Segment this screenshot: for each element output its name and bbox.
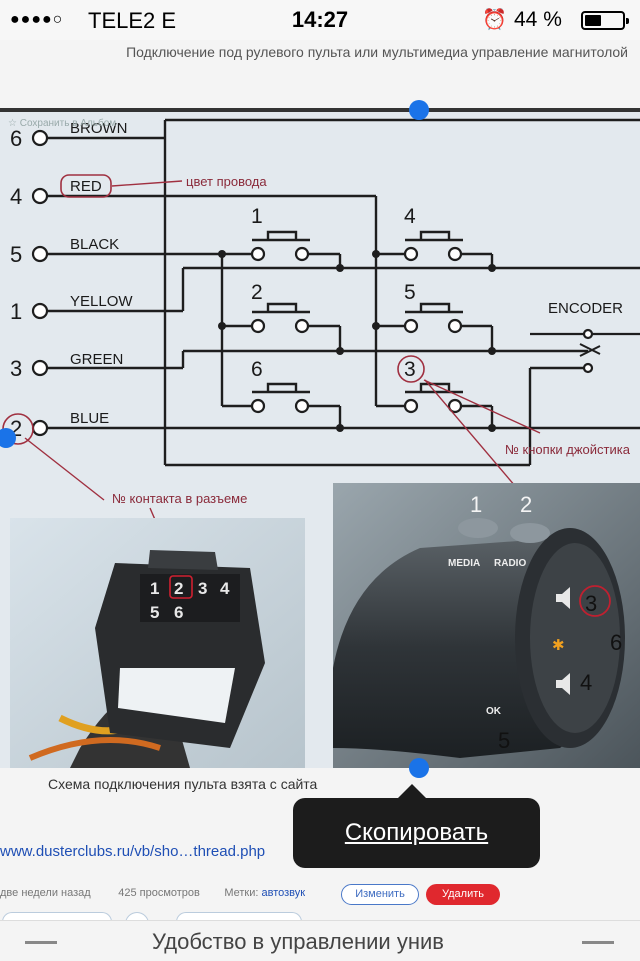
next-icon[interactable] [582, 941, 614, 944]
button-number: 4 [404, 205, 416, 228]
pin-number: 4 [10, 184, 22, 209]
battery-percent: 44 % [514, 8, 562, 31]
pin-number: 6 [10, 126, 22, 151]
wiring-diagram-photo[interactable]: 6 4 5 1 3 2 BROWN RED BLACK YELLOW GREEN… [0, 108, 640, 768]
stalk-ok-label: OK [486, 706, 502, 717]
steering-stalk-photo: 1 2 3 6 4 5 MEDIA RADIO OK ✱ [333, 483, 640, 768]
post-views: 425 просмотров [118, 887, 200, 899]
edit-button[interactable]: Изменить [341, 884, 419, 905]
clock: 14:27 [291, 7, 349, 32]
wire-label: GREEN [70, 351, 123, 368]
selection-handle-bottom[interactable] [409, 758, 429, 778]
stalk-number: 4 [580, 670, 592, 695]
alarm-clock-icon: ⏰ [482, 9, 507, 31]
joystick-annotation: № кнопки джойстика [505, 442, 631, 457]
connector-photo: 1 2 3 4 5 6 [10, 518, 305, 768]
stalk-number: 3 [585, 591, 597, 616]
battery-icon [581, 11, 629, 30]
image-title-caption: Подключение под рулевого пульта или муль… [126, 44, 628, 60]
wire-color-annotation: цвет провода [186, 174, 267, 189]
next-post-title[interactable]: Удобство в управлении унив [152, 929, 444, 954]
wire-label: BLACK [70, 236, 119, 253]
connector-number: 5 [150, 603, 159, 622]
stalk-number: 5 [498, 728, 510, 753]
connector-number: 2 [174, 579, 183, 598]
tag-link[interactable]: автозвук [261, 887, 306, 899]
post-age: две недели назад [0, 887, 91, 899]
wiring-diagram: 6 4 5 1 3 2 BROWN RED BLACK YELLOW GREEN… [0, 108, 640, 768]
status-bar: ●●●●○ TELE2 E 14:27 ⏰ 44 % [0, 0, 640, 40]
tags-label: Метки: [224, 887, 259, 899]
button-number: 2 [251, 281, 263, 304]
pin-number: 3 [10, 356, 22, 381]
connector-number: 1 [150, 579, 159, 598]
button-number: 1 [251, 205, 263, 228]
source-link[interactable]: www.dusterclubs.ru/vb/sho…thread.php [0, 843, 266, 860]
wire-label: BROWN [70, 120, 128, 137]
selection-handle-top[interactable] [409, 100, 429, 120]
pin-number: 5 [10, 242, 22, 267]
pin-terminals: 6 4 5 1 3 2 BROWN RED BLACK YELLOW GREEN… [2, 120, 133, 445]
stalk-radio-label: RADIO [494, 558, 526, 569]
stalk-number: 1 [470, 492, 482, 517]
encoder-label: ENCODER [548, 300, 623, 317]
svg-text:✱: ✱ [552, 637, 565, 654]
copy-button[interactable]: Скопировать [344, 819, 489, 846]
wire-label: RED [70, 178, 102, 195]
button-number: 6 [251, 358, 263, 381]
connector-number: 4 [220, 579, 230, 598]
wire-label: BLUE [70, 410, 109, 427]
button-number: 5 [404, 281, 416, 304]
stalk-media-label: MEDIA [448, 558, 480, 569]
save-to-album-link[interactable]: ☆ Сохранить в Альбом [8, 118, 117, 129]
connector-number: 3 [198, 579, 207, 598]
connector-number: 6 [174, 603, 183, 622]
previous-icon[interactable] [25, 941, 57, 944]
button-number: 3 [404, 358, 416, 381]
wire-label: YELLOW [70, 293, 133, 310]
stalk-number: 6 [610, 630, 622, 655]
signal-strength-icon: ●●●●○ [10, 11, 64, 28]
carrier-label: TELE2 E [88, 8, 177, 33]
selection-handle-left[interactable] [0, 428, 16, 448]
pin-number: 1 [10, 299, 22, 324]
copy-popup: Скопировать [293, 784, 540, 868]
post-meta: две недели назад 425 просмотров Метки: а… [0, 887, 305, 899]
delete-button[interactable]: Удалить [426, 884, 500, 905]
image-source-caption: Схема подключения пульта взята с сайта [48, 776, 318, 792]
bottom-bar: Удобство в управлении унив [0, 920, 640, 961]
stalk-number: 2 [520, 492, 532, 517]
connector-annotation: № контакта в разъеме [112, 491, 247, 506]
